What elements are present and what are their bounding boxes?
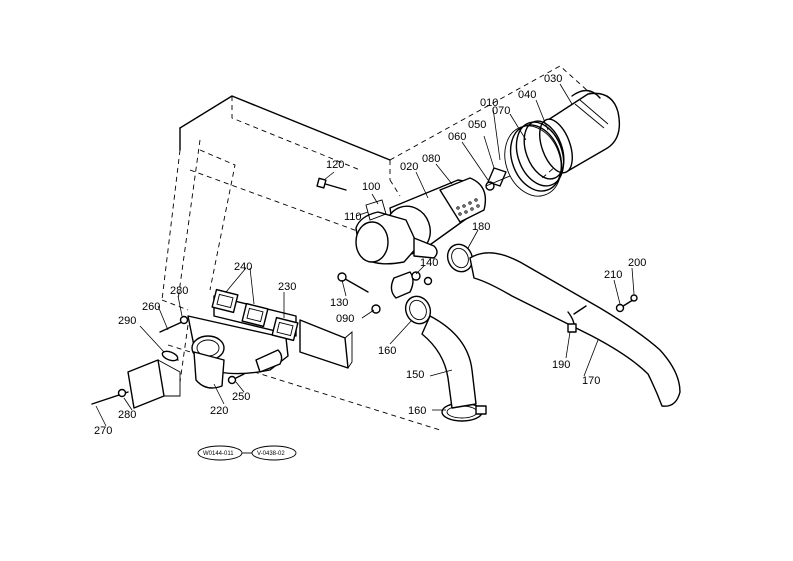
- callout-090: 090: [336, 313, 354, 325]
- callout-210: 210: [604, 269, 622, 281]
- callout-040: 040: [518, 89, 536, 101]
- air-cleaner-body: [355, 177, 487, 299]
- callout-190: 190: [552, 359, 570, 371]
- callout-030: 030: [544, 73, 562, 85]
- reference-tag-1: W0144-011: [203, 451, 234, 457]
- callout-070: 070: [492, 105, 510, 117]
- callout-120: 120: [326, 159, 344, 171]
- wing-nut: [485, 167, 511, 191]
- callout-010: 010: [480, 97, 498, 109]
- callout-290: 290: [118, 315, 136, 327]
- callout-160-lower: 160: [408, 405, 426, 417]
- callout-140: 140: [420, 257, 438, 269]
- callout-100: 100: [362, 181, 380, 193]
- leader-lines: [95, 83, 635, 427]
- callout-060: 060: [448, 131, 466, 143]
- intake-manifold: [187, 288, 299, 389]
- callout-110: 110: [344, 211, 362, 223]
- callout-250: 250: [232, 391, 250, 403]
- reference-tag-2: V-0438-02: [257, 451, 285, 457]
- callout-230: 230: [278, 281, 296, 293]
- callout-280-upper: 280: [170, 285, 188, 297]
- seal-rings: [504, 120, 565, 197]
- callout-270: 270: [94, 425, 112, 437]
- hose-clamps: [404, 243, 487, 422]
- callout-170: 170: [582, 375, 600, 387]
- callout-260: 260: [142, 301, 160, 313]
- callout-180: 180: [472, 221, 490, 233]
- callout-200: 200: [628, 257, 646, 269]
- reference-tags: W0144-011 V-0438-02: [197, 445, 297, 461]
- intake-hose-lower: [421, 315, 477, 409]
- intake-hose-main: [469, 252, 681, 407]
- callout-220: 220: [210, 405, 228, 417]
- callout-080: 080: [422, 153, 440, 165]
- callout-160-upper: 160: [378, 345, 396, 357]
- callout-020: 020: [400, 161, 418, 173]
- bolts-hose-bracket: [615, 294, 638, 313]
- manifold-bracket-and-bolts: [91, 315, 245, 409]
- callout-280-lower: 280: [118, 409, 136, 421]
- callout-130: 130: [330, 297, 348, 309]
- callout-labels: 010 030 040 070 050 060 080 020 120 100 …: [94, 73, 646, 437]
- callout-240: 240: [234, 261, 252, 273]
- callout-150: 150: [406, 369, 424, 381]
- callout-050: 050: [468, 119, 486, 131]
